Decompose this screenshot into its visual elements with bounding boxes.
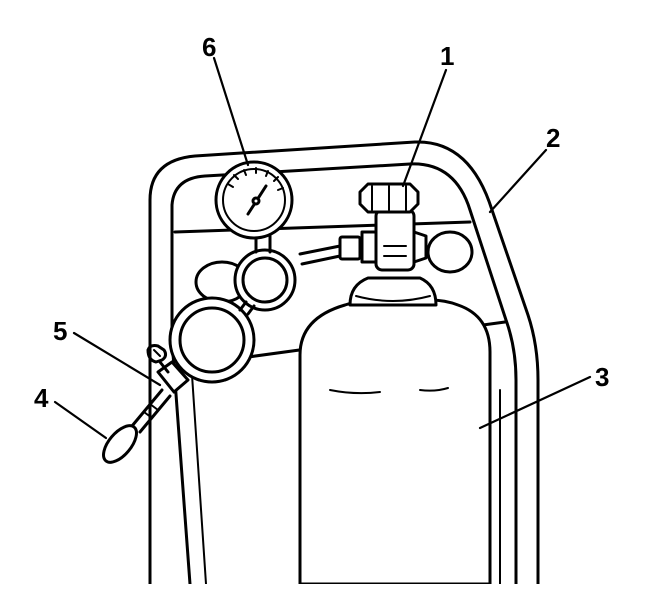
cylinder-valve-side-right: [412, 230, 428, 264]
callout-6: 6: [202, 32, 217, 62]
outlet-valve-spindle: [158, 360, 170, 374]
gauge-tick-marks: [227, 167, 284, 191]
callout-2: 2: [546, 123, 561, 153]
cart-frame-inner: [170, 162, 518, 586]
regulator-body-inner: [241, 256, 289, 304]
callout-3: 3: [595, 362, 610, 392]
outlet-valve-thumbscrew-detail: [153, 349, 161, 357]
cylinder-highlight-2: [419, 387, 449, 392]
callout-5: 5: [53, 316, 68, 346]
cart-frame-outer: [148, 140, 540, 586]
gas-cylinder: [298, 298, 492, 586]
outlet-valve-thumbscrew: [146, 344, 168, 364]
cylinder-valve-detail: [383, 245, 407, 257]
regulator-adjust-knob-inner: [178, 306, 246, 374]
callout-4: 4: [34, 383, 49, 413]
cylinder-highlight-1: [329, 389, 381, 395]
valve-connector-nut: [338, 235, 362, 261]
hose-fitting-tip: [102, 424, 138, 464]
cylinder-neck: [348, 276, 438, 307]
callout-1: 1: [440, 41, 455, 71]
leader-line-1: [401, 68, 448, 188]
leader-line-2: [488, 148, 548, 214]
regulator-adjust-knob: [168, 296, 256, 384]
valve-connector-stem: [298, 244, 342, 266]
cart-shelf-top-edge: [173, 220, 472, 234]
leader-line-3: [478, 375, 592, 430]
hose-fitting-barb: [143, 403, 159, 419]
leader-line-4: [53, 400, 108, 440]
gauge-needle-hub: [251, 196, 261, 206]
cylinder-valve-side-left: [360, 230, 378, 264]
hose-fitting-stem: [130, 388, 172, 434]
pressure-gauge-face: [222, 168, 286, 232]
leader-line-6: [212, 56, 250, 167]
cylinder-valve-body: [374, 208, 416, 272]
cylinder-neck-ring: [355, 295, 431, 302]
cart-rail-inner-left: [189, 344, 207, 585]
regulator-link: [238, 300, 256, 316]
shelf-hole-right: [426, 230, 474, 274]
leader-line-5: [72, 331, 162, 387]
